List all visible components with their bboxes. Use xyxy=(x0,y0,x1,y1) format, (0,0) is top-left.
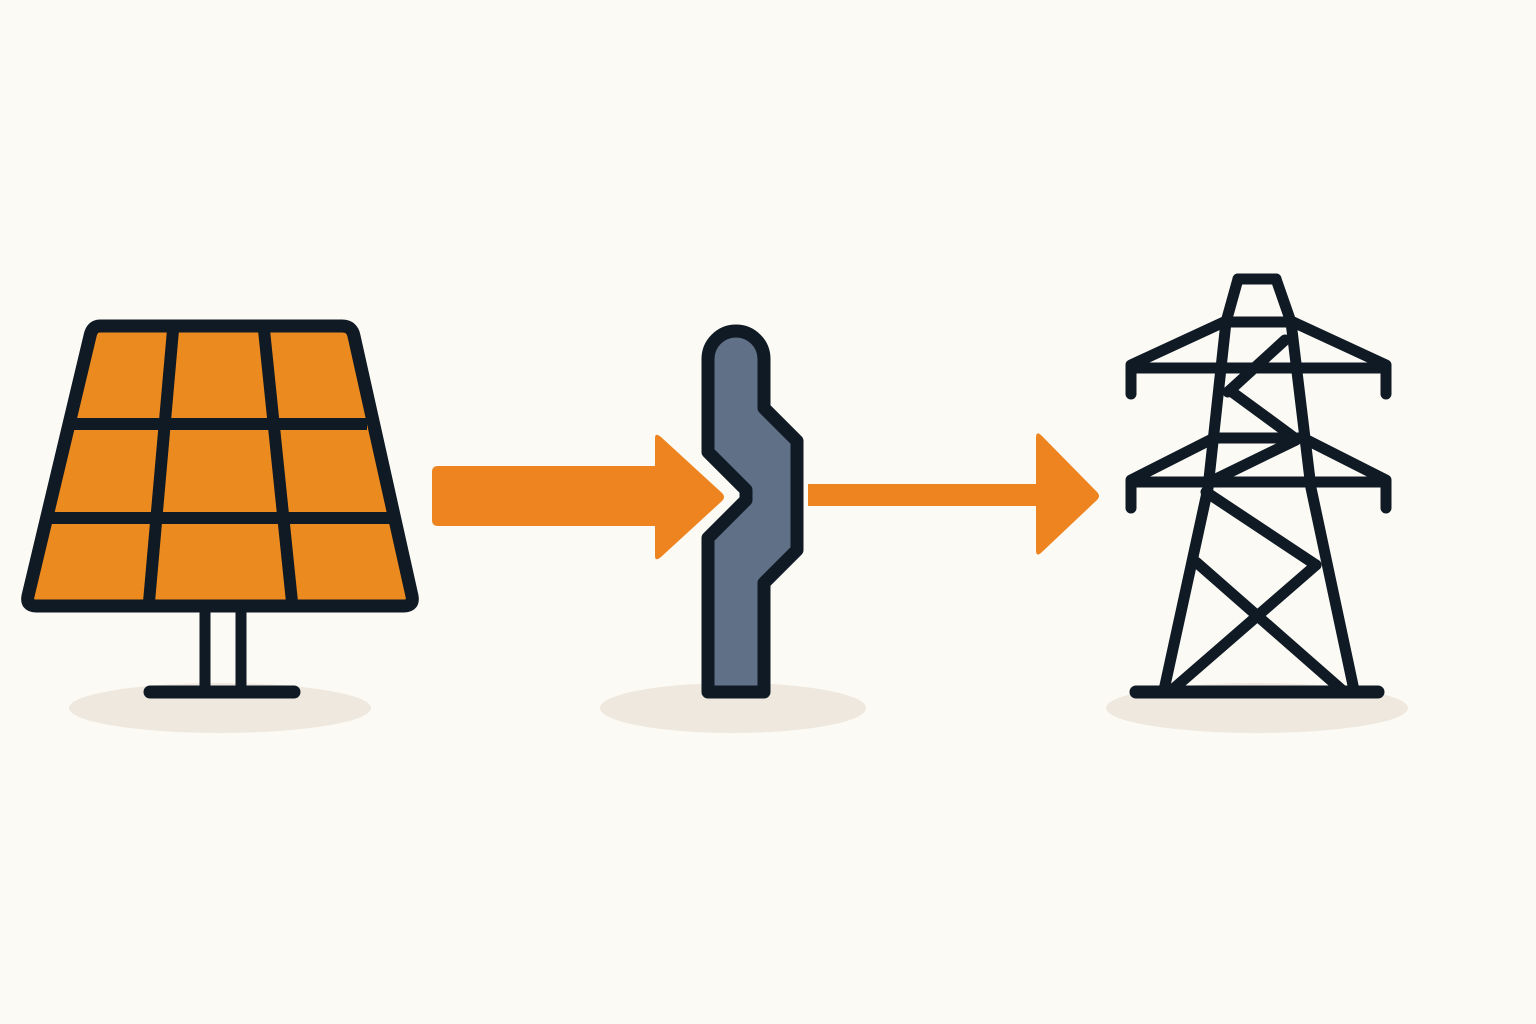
converter-shadow xyxy=(600,683,866,733)
flow-arrow-solar-to-converter xyxy=(432,434,724,560)
flow-arrow-converter-to-grid xyxy=(808,433,1099,555)
transmission-tower-icon xyxy=(1125,273,1392,699)
solar-panel-icon xyxy=(21,319,419,699)
power-converter-icon xyxy=(701,324,804,699)
